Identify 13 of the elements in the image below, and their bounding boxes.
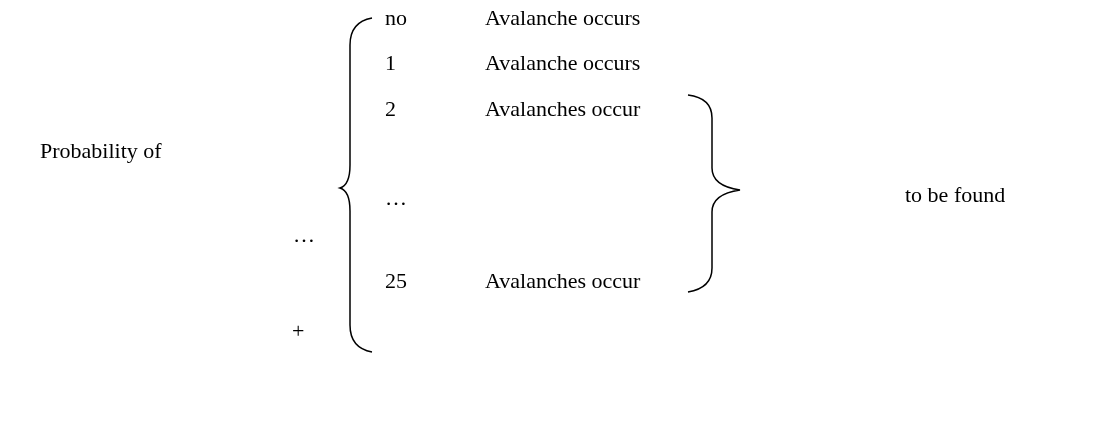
label-text: to be found bbox=[905, 182, 1006, 208]
label-text: Probability of bbox=[40, 138, 162, 164]
label-text: … bbox=[293, 222, 315, 248]
label-text: Avalanche occurs bbox=[485, 50, 641, 76]
label-text: no bbox=[385, 5, 407, 31]
label-text: Avalanches occur bbox=[485, 268, 641, 294]
label-text: 1 bbox=[385, 50, 396, 76]
label-text: + bbox=[292, 318, 305, 344]
label-text: Avalanches occur bbox=[485, 96, 641, 122]
label-text: 25 bbox=[385, 268, 407, 294]
label-text: … bbox=[385, 185, 407, 211]
label-text: 2 bbox=[385, 96, 396, 122]
label-text: Avalanche occurs bbox=[485, 5, 641, 31]
